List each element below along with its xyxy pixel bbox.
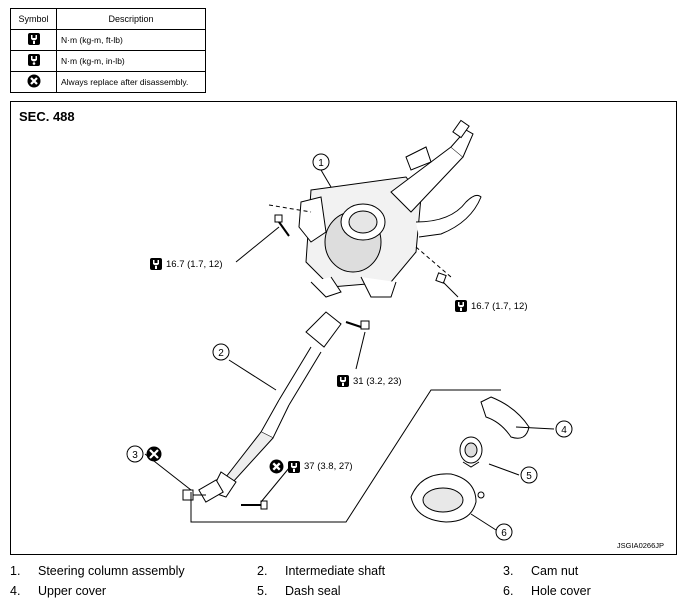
legend-label: Intermediate shaft	[285, 564, 386, 578]
symbol-description: Always replace after disassembly.	[56, 71, 206, 93]
legend-number: 3.	[503, 564, 514, 578]
steering-column-assembly	[268, 119, 482, 298]
legend-item: 1. Steering column assembly	[10, 564, 185, 578]
hole-cover	[410, 473, 485, 523]
legend-label: Steering column assembly	[38, 564, 185, 578]
dash-seal	[459, 436, 483, 468]
svg-text:6: 6	[501, 528, 507, 539]
header-symbol: Symbol	[10, 8, 57, 30]
legend-label: Dash seal	[285, 584, 341, 598]
legend-item: 3. Cam nut	[503, 564, 578, 578]
header-description: Description	[56, 8, 206, 30]
torque-wrench-icon	[288, 460, 300, 473]
callout-4: 4	[555, 420, 573, 438]
cam-nut	[182, 489, 206, 501]
shaft-bolt	[241, 500, 268, 510]
legend-item: 5. Dash seal	[257, 584, 341, 598]
symbol-description: N·m (kg-m, ft-lb)	[56, 29, 206, 51]
torque-spec-shaft-bolt: 31 (3.2, 23)	[336, 374, 402, 388]
torque-value: 16.7 (1.7, 12)	[471, 300, 528, 312]
symbol-row: Always replace after disassembly.	[10, 71, 206, 93]
torque-wrench-icon	[27, 33, 40, 45]
legend-label: Cam nut	[531, 564, 579, 578]
torque-wrench-small-icon	[27, 54, 40, 66]
legend-number: 1.	[10, 564, 21, 578]
legend-number: 2.	[257, 564, 268, 578]
torque-wrench-icon	[337, 375, 349, 387]
symbol-cell	[10, 29, 57, 51]
symbol-row: N·m (kg-m, in-lb)	[10, 50, 206, 72]
svg-text:3: 3	[132, 450, 138, 461]
torque-spec-column-right: 16.7 (1.7, 12)	[454, 299, 528, 313]
torque-wrench-icon	[150, 258, 162, 270]
callout-5: 5	[520, 466, 538, 484]
always-replace-icon	[27, 74, 40, 88]
exploded-diagram: SEC. 488	[10, 101, 677, 555]
always-replace-icon	[146, 446, 162, 462]
callout-3: 3	[126, 445, 144, 463]
upper-cover	[480, 396, 530, 439]
legend-item: 4. Upper cover	[10, 584, 106, 598]
svg-text:1: 1	[318, 158, 324, 169]
column-bolt-left	[274, 214, 290, 237]
svg-text:4: 4	[561, 425, 567, 436]
legend-number: 5.	[257, 584, 268, 598]
legend-label: Upper cover	[38, 584, 107, 598]
symbol-description: N·m (kg-m, in-lb)	[56, 50, 206, 72]
svg-text:5: 5	[526, 471, 532, 482]
symbol-table-header: Symbol Description	[10, 8, 206, 30]
torque-value: 31 (3.2, 23)	[353, 375, 402, 387]
torque-value: 37 (3.8, 27)	[304, 461, 353, 472]
torque-spec-column-left: 16.7 (1.7, 12)	[149, 257, 223, 271]
legend-number: 4.	[10, 584, 21, 598]
callout-6: 6	[495, 523, 513, 541]
intermediate-shaft	[198, 311, 370, 503]
torque-wrench-icon	[455, 300, 467, 312]
torque-value: 16.7 (1.7, 12)	[166, 258, 223, 270]
symbol-table: Symbol Description N·m (kg-m, ft-lb) N·m…	[10, 8, 206, 93]
symbol-row: N·m (kg-m, ft-lb)	[10, 29, 206, 51]
legend-item: 6. Hole cover	[503, 584, 591, 598]
steering-column-drawing: 1 2 3 4 5 6	[126, 119, 573, 541]
legend-label: Hole cover	[531, 584, 591, 598]
legend-item: 2. Intermediate shaft	[257, 564, 385, 578]
always-replace-icon	[269, 459, 284, 474]
legend-number: 6.	[503, 584, 514, 598]
column-bolt-right	[435, 272, 447, 284]
section-label: SEC. 488	[19, 109, 75, 124]
torque-spec-lower-bolt: 37 (3.8, 27)	[269, 459, 353, 474]
callout-2: 2	[212, 343, 230, 361]
symbol-cell	[10, 50, 57, 72]
svg-text:2: 2	[218, 348, 224, 359]
figure-code: JSGIA0266JP	[616, 541, 664, 550]
callout-1: 1	[312, 153, 330, 171]
symbol-cell	[10, 71, 57, 93]
